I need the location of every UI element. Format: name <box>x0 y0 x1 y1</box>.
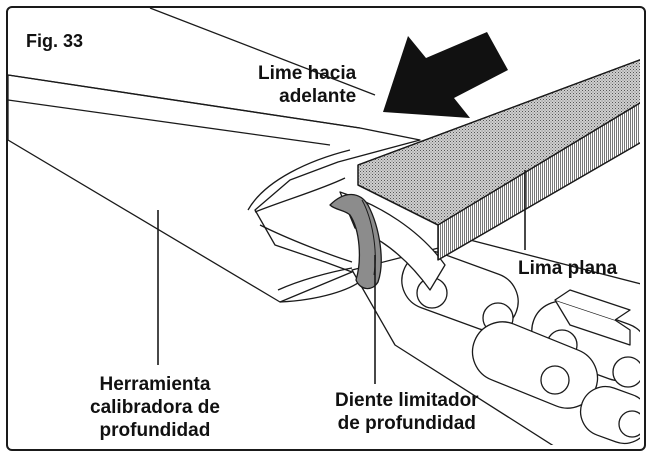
forward-arrow-icon <box>383 32 508 118</box>
depth-gauge-tool-label: Herramienta calibradora de profundidad <box>90 374 220 441</box>
file-forward-label: Lime hacia adelante <box>258 63 357 107</box>
depth-gauge-tool <box>8 74 421 303</box>
flat-file <box>357 57 640 261</box>
guide-bar-edge <box>149 8 376 96</box>
flat-file-label: Lima plana <box>518 258 618 279</box>
depth-limiter-tooth-label: Diente limitador de profundidad <box>335 390 479 434</box>
figure-label: Fig. 33 <box>26 31 84 51</box>
saw-chain <box>339 191 640 445</box>
